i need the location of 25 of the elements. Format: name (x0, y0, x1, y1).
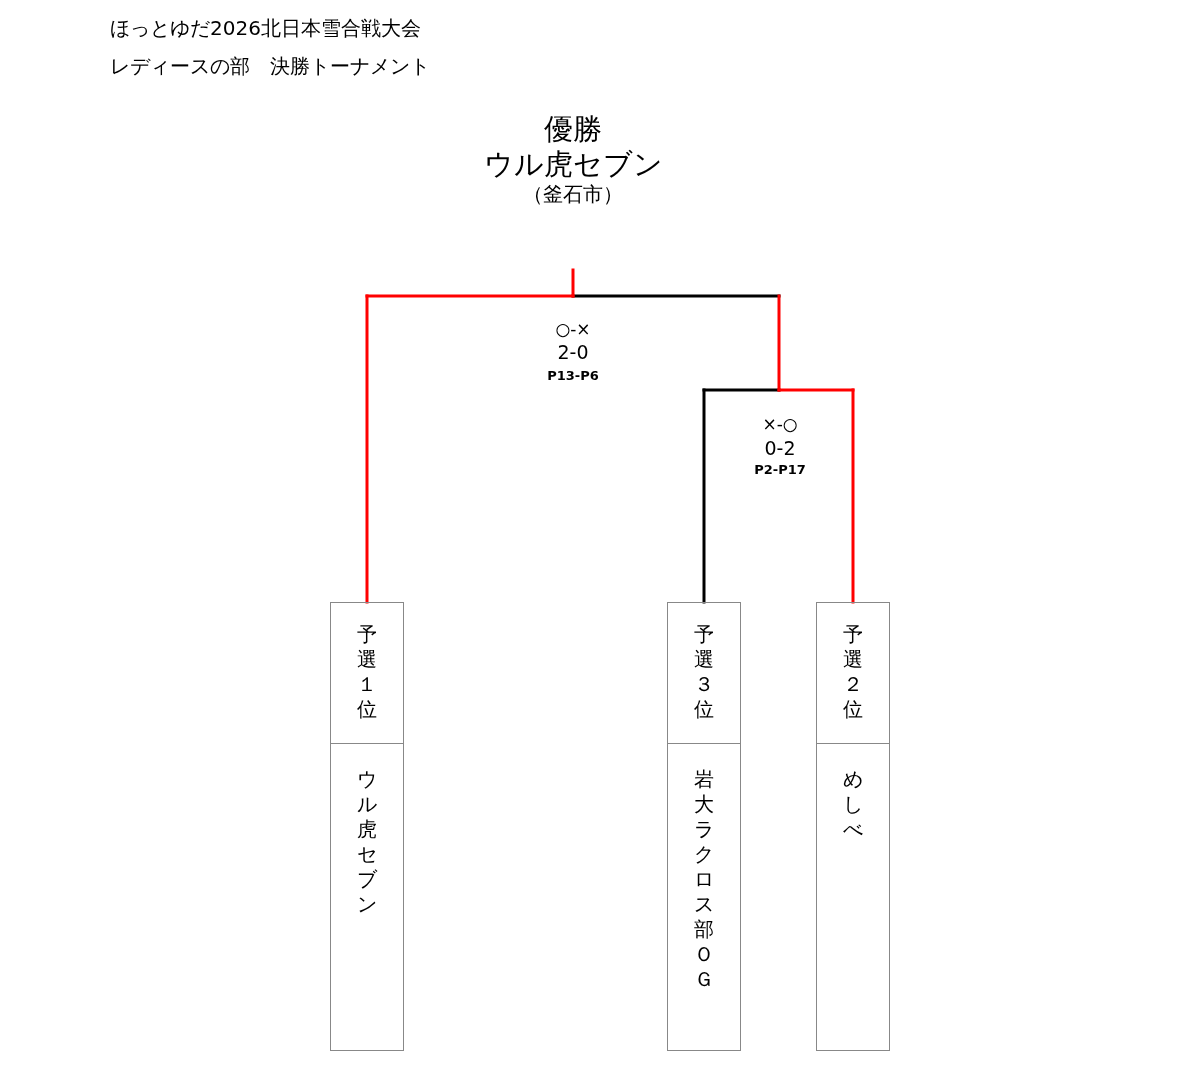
match-score: 2-0 (557, 342, 589, 364)
entry-box (816, 602, 890, 1051)
bracket-line (365, 294, 575, 298)
champion-heading: 優勝 (544, 112, 602, 146)
entry-box (667, 602, 741, 1051)
bracket-line (777, 388, 855, 392)
champion-team-name: ウル虎セブン (483, 146, 663, 181)
bracket-line (702, 388, 781, 392)
team-name: めしべ (842, 767, 864, 842)
match-result-marks: ○-× (555, 320, 591, 340)
qualifying-rank: 予選１位 (356, 622, 378, 722)
court-assignment: P13-P6 (547, 369, 599, 384)
entry-box (330, 602, 404, 1051)
team-name: 岩大ラクロス部ＯＧ (693, 767, 715, 992)
team-name: ウル虎セブン (356, 767, 378, 917)
page-title: ほっとゆだ2026北日本雪合戦大会 (110, 17, 421, 40)
match-result-marks: ×-○ (762, 415, 798, 435)
bracket-line (571, 268, 575, 298)
champion-hometown: （釜石市） (523, 181, 623, 206)
court-assignment: P2-P17 (754, 463, 806, 478)
qualifying-rank: 予選２位 (842, 622, 864, 722)
match-score: 0-2 (764, 438, 796, 460)
qualifying-rank: 予選３位 (693, 622, 715, 722)
subtitle: レディースの部 決勝トーナメント (110, 55, 430, 78)
bracket-line (777, 294, 781, 392)
